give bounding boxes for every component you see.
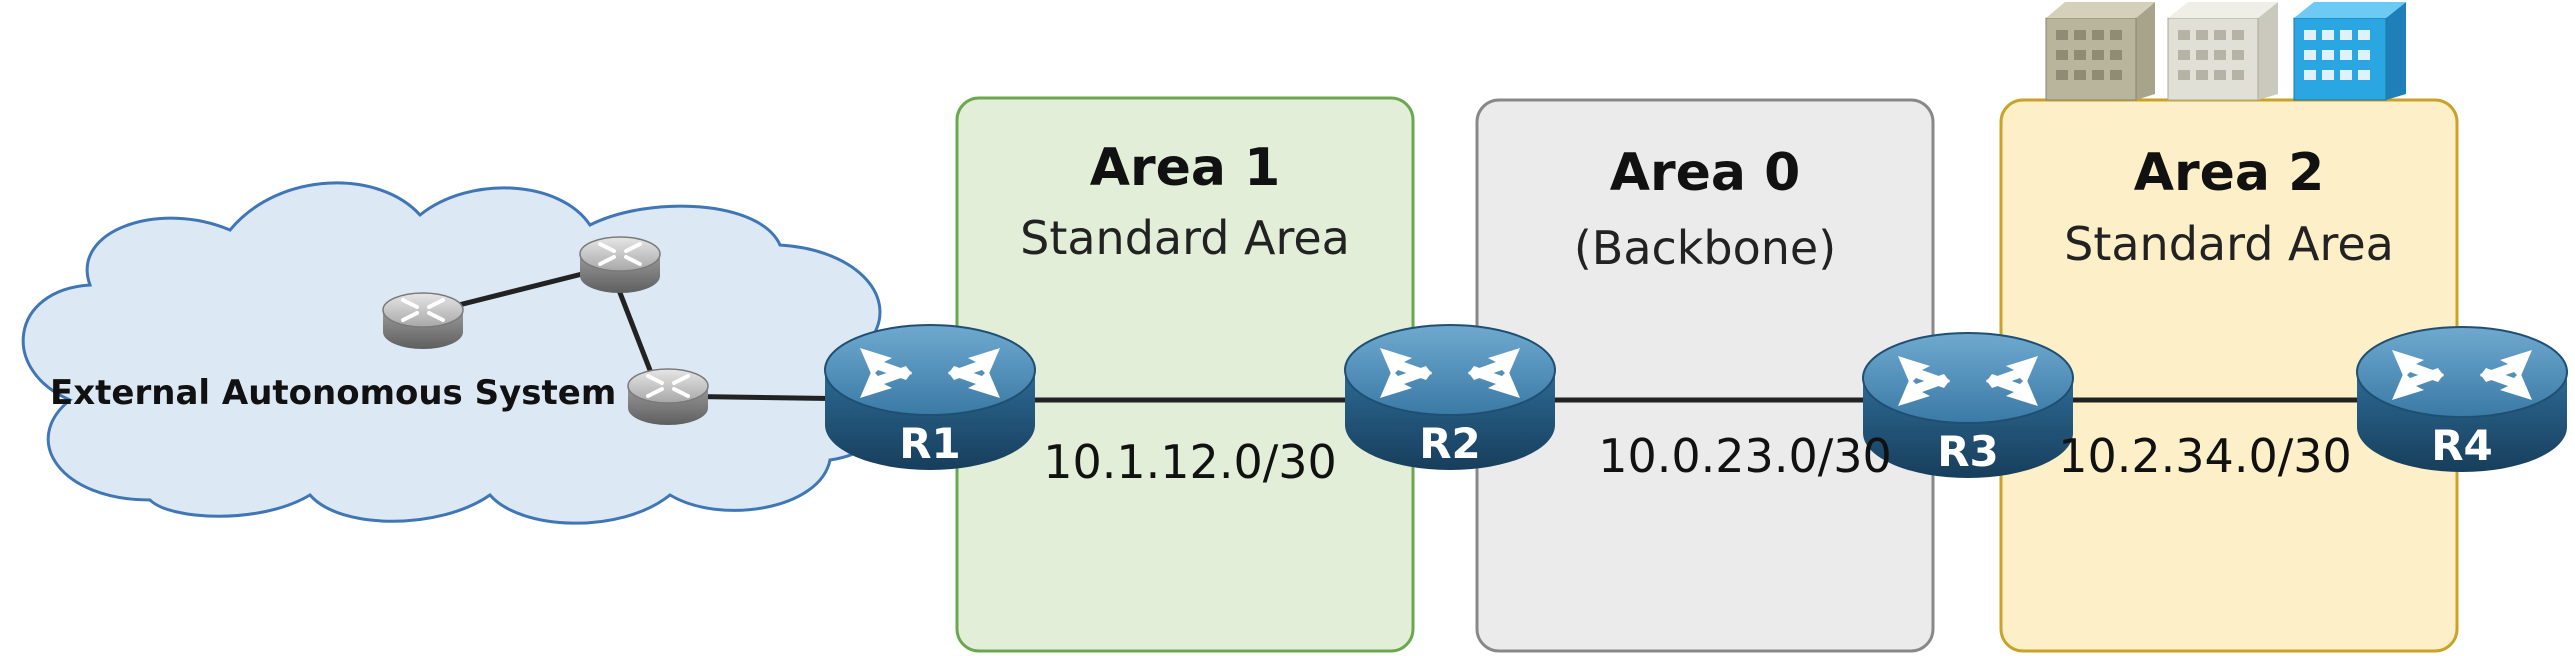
area-1-subtitle: Standard Area	[1020, 211, 1350, 265]
area-2-title: Area 2	[2134, 143, 2325, 203]
subnet-r3-r4: 10.2.34.0/30	[2058, 429, 2352, 483]
area-2-subtitle: Standard Area	[2064, 217, 2394, 271]
router-label: R3	[1937, 427, 1999, 476]
external-as-cloud	[21, 181, 900, 525]
external-router-icon	[578, 235, 662, 295]
external-as-label: External Autonomous System	[50, 373, 616, 413]
router-label: R1	[899, 419, 961, 468]
area-0-subtitle: (Backbone)	[1574, 221, 1836, 275]
router-r4: R4	[2356, 326, 2568, 473]
external-router-icon	[381, 291, 465, 351]
building-icon	[2045, 2, 2155, 101]
router-r2: R2	[1344, 324, 1556, 471]
subnet-r2-r3: 10.0.23.0/30	[1598, 429, 1892, 483]
building-icon	[2167, 2, 2278, 101]
router-r1: R1	[824, 324, 1036, 471]
area-0-title: Area 0	[1610, 143, 1801, 203]
external-router-icon	[626, 367, 710, 427]
router-label: R2	[1419, 419, 1481, 468]
building-icon	[2293, 2, 2406, 101]
router-label: R4	[2431, 421, 2493, 470]
router-r3: R3	[1862, 332, 2074, 479]
area-1-title: Area 1	[1090, 138, 1281, 198]
subnet-r1-r2: 10.1.12.0/30	[1043, 435, 1337, 489]
